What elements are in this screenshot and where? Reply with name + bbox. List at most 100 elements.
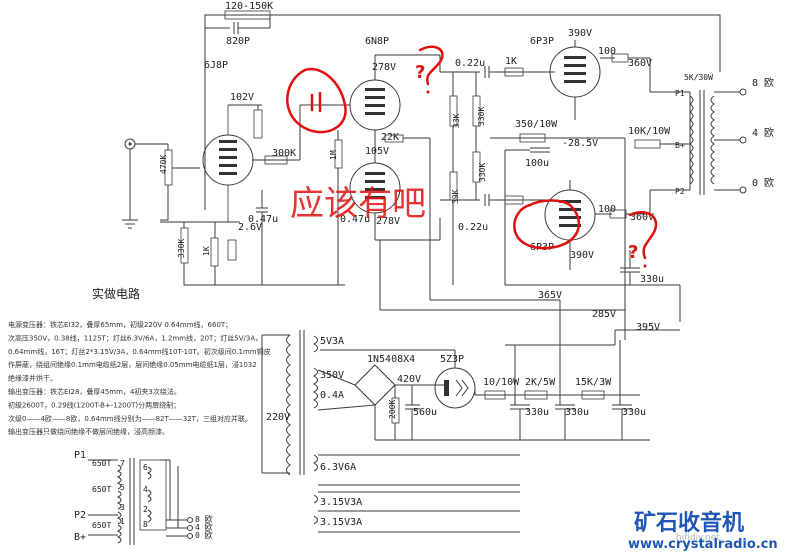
cap-047-b-label: 0.47u	[340, 214, 370, 225]
voltage-390v-top: 390V	[568, 28, 592, 39]
cap-330u-b-label: 330u	[525, 407, 549, 418]
pin-2: 2	[143, 505, 148, 514]
voltage-278v-bottom: 278V	[376, 216, 400, 227]
voltage-360v-bottom: 360V	[630, 212, 654, 223]
pin-7: 7	[120, 459, 125, 468]
xf-p1-label: P1	[74, 450, 86, 461]
cathode-bypass	[227, 239, 237, 261]
tube-6j8p	[202, 105, 254, 222]
note-line: 输出变压器只做绕间绝缘不做层间绝缘，浸高频漆。	[8, 427, 169, 436]
handwritten-annotation: 应该有吧 ? ?	[286, 45, 658, 268]
winding-0-4a: 0.4A	[320, 390, 344, 401]
pin-8: 8	[143, 520, 148, 529]
cap-330u-d-label: 330u	[622, 407, 646, 418]
tube-6n8p-label: 6N8P	[365, 36, 389, 47]
pin-1: 1	[120, 517, 125, 526]
resistor-1m-label: 1M	[329, 150, 338, 160]
xf-0-ohm: 0 欧	[195, 530, 213, 540]
diode-label: 1N5408X4	[367, 354, 415, 365]
pt-p1-label: P1	[675, 89, 685, 98]
watermark-site: hifidiy.net	[676, 533, 720, 543]
cap-100u-label: 100u	[525, 158, 549, 169]
bridge-rectifier	[354, 364, 396, 406]
xf-bplus-label: B+	[74, 532, 86, 543]
pt-p2-label: P2	[675, 187, 685, 196]
tube-5z3p	[434, 367, 476, 409]
resistor-300k-label: 300K	[272, 148, 296, 159]
feedback-network	[204, 10, 721, 210]
cap-022-top-label: 0.22u	[455, 58, 485, 69]
tube-6p3p-bottom	[544, 189, 596, 241]
note-line: 0.64mm线，16T；灯丝2*3.15V/3A，0.64mm线10T-10T。…	[8, 347, 271, 356]
voltage-395v: 395V	[636, 322, 660, 333]
winding-6-3v6a: 6.3V6A	[320, 462, 356, 473]
voltage-420v: 420V	[397, 374, 421, 385]
resistor-10-10w	[484, 390, 506, 400]
resistor-330k-b-label: 330K	[477, 107, 486, 126]
resistor-1k-grid	[504, 67, 524, 77]
xf-p2-label: P2	[74, 510, 86, 521]
voltage-278v-top: 278V	[372, 62, 396, 73]
note-line: 次级0——4欧——8欧，0.64mm线分别为——82T——32T，三组对应并联。	[8, 414, 252, 423]
plate-resistor	[253, 109, 263, 139]
resistor-350-10w-label: 350/10W	[515, 119, 558, 130]
resistor-10k-10w-a-label: 10K/10W	[628, 126, 671, 137]
pin-3: 3	[120, 503, 125, 512]
voltage-102v: 102V	[230, 92, 254, 103]
note-line: 输出变压器：铁芯EI28，叠厚45mm，4初夹3次绕法。	[8, 387, 181, 396]
question-mark-1: ?	[415, 62, 425, 83]
note-line: 作屏蔽，绕组间绝缘0.1mm电缆纸2层，层间绝缘0.05mm电缆纸1层，浸103…	[8, 360, 257, 369]
tube-5z3p-label: 5Z3P	[440, 354, 464, 365]
resistor-2k-5w-label: 2K/5W	[525, 377, 556, 388]
input-jack	[122, 138, 168, 229]
xf-650t-b: 650T	[92, 485, 111, 494]
tube-6n8p-upper	[349, 79, 401, 131]
cap-022-bottom-label: 0.22u	[458, 222, 488, 233]
output-0-ohm: 0 欧	[752, 177, 774, 189]
pt-bplus-label: B+	[675, 141, 685, 150]
resistor-100-bottom-label: 100	[598, 204, 616, 215]
cap-047-a-label: 0.47u	[248, 214, 278, 225]
feedback-resistor-label: 120-150K	[225, 1, 273, 12]
resistor-39k-label: 39K	[451, 189, 460, 204]
transformer-rating: 5K/30W	[684, 73, 713, 82]
resistor-100-top-label: 100	[598, 46, 616, 57]
xf-4-ohm: 4 欧	[195, 522, 213, 532]
note-line: 绝缘漆并烘干。	[8, 374, 57, 383]
resistor-330k-a-label: 330K	[177, 239, 186, 258]
power-transformer	[286, 330, 318, 525]
winding-3-15v3a-a: 3.15V3A	[320, 497, 362, 508]
resistor-10-10w-label: 10/10W	[483, 377, 520, 388]
tube-6p3p-top	[549, 46, 601, 98]
voltage-365v: 365V	[538, 290, 562, 301]
cap-330u-c-label: 330u	[565, 407, 589, 418]
output-4-ohm: 4 欧	[752, 127, 774, 139]
voltage-390v-bottom: 390V	[570, 250, 594, 261]
note-line: 次高压350V，0.38线，1125T；灯丝6.3V/6A，1.2mm线，20T…	[8, 333, 262, 342]
resistor-15k-3w	[581, 390, 605, 400]
resistor-33k-label: 33K	[452, 113, 461, 128]
watermark-brand: 矿石收音机	[634, 510, 744, 536]
mains-220v: 220V	[266, 412, 290, 423]
resistor-15k-3w-label: 15K/3W	[575, 377, 612, 388]
cap-330u-a-label: 330u	[640, 274, 664, 285]
winding-5v3a: 5V3A	[320, 336, 344, 347]
xf-650t-c: 650T	[92, 521, 111, 530]
pin-4: 4	[143, 485, 148, 494]
voltage-neg28-5v: -28.5V	[562, 138, 598, 149]
resistor-330k-c-label: 330K	[478, 163, 487, 182]
tube-6j8p-label: 6J8P	[204, 60, 228, 71]
resistor-200k-label: 200K	[388, 400, 397, 419]
note-line: 初级2600T，0.29线(1200T-B+-1200T)分两层绕制；	[8, 400, 180, 409]
resistor-1k-cathode	[210, 237, 219, 267]
resistor-10k-10w-screen	[634, 139, 661, 149]
winding-3-15v3a-b: 3.15V3A	[320, 517, 362, 528]
xf-650t-a: 650T	[92, 459, 111, 468]
resistor-300k	[264, 155, 288, 165]
notes-title: 实做电路	[92, 286, 140, 301]
tube-6p3p-top-label: 6P3P	[530, 36, 554, 47]
voltage-2-6v: 2.6V	[238, 222, 262, 233]
resistor-1k-label: 1K	[202, 246, 211, 256]
